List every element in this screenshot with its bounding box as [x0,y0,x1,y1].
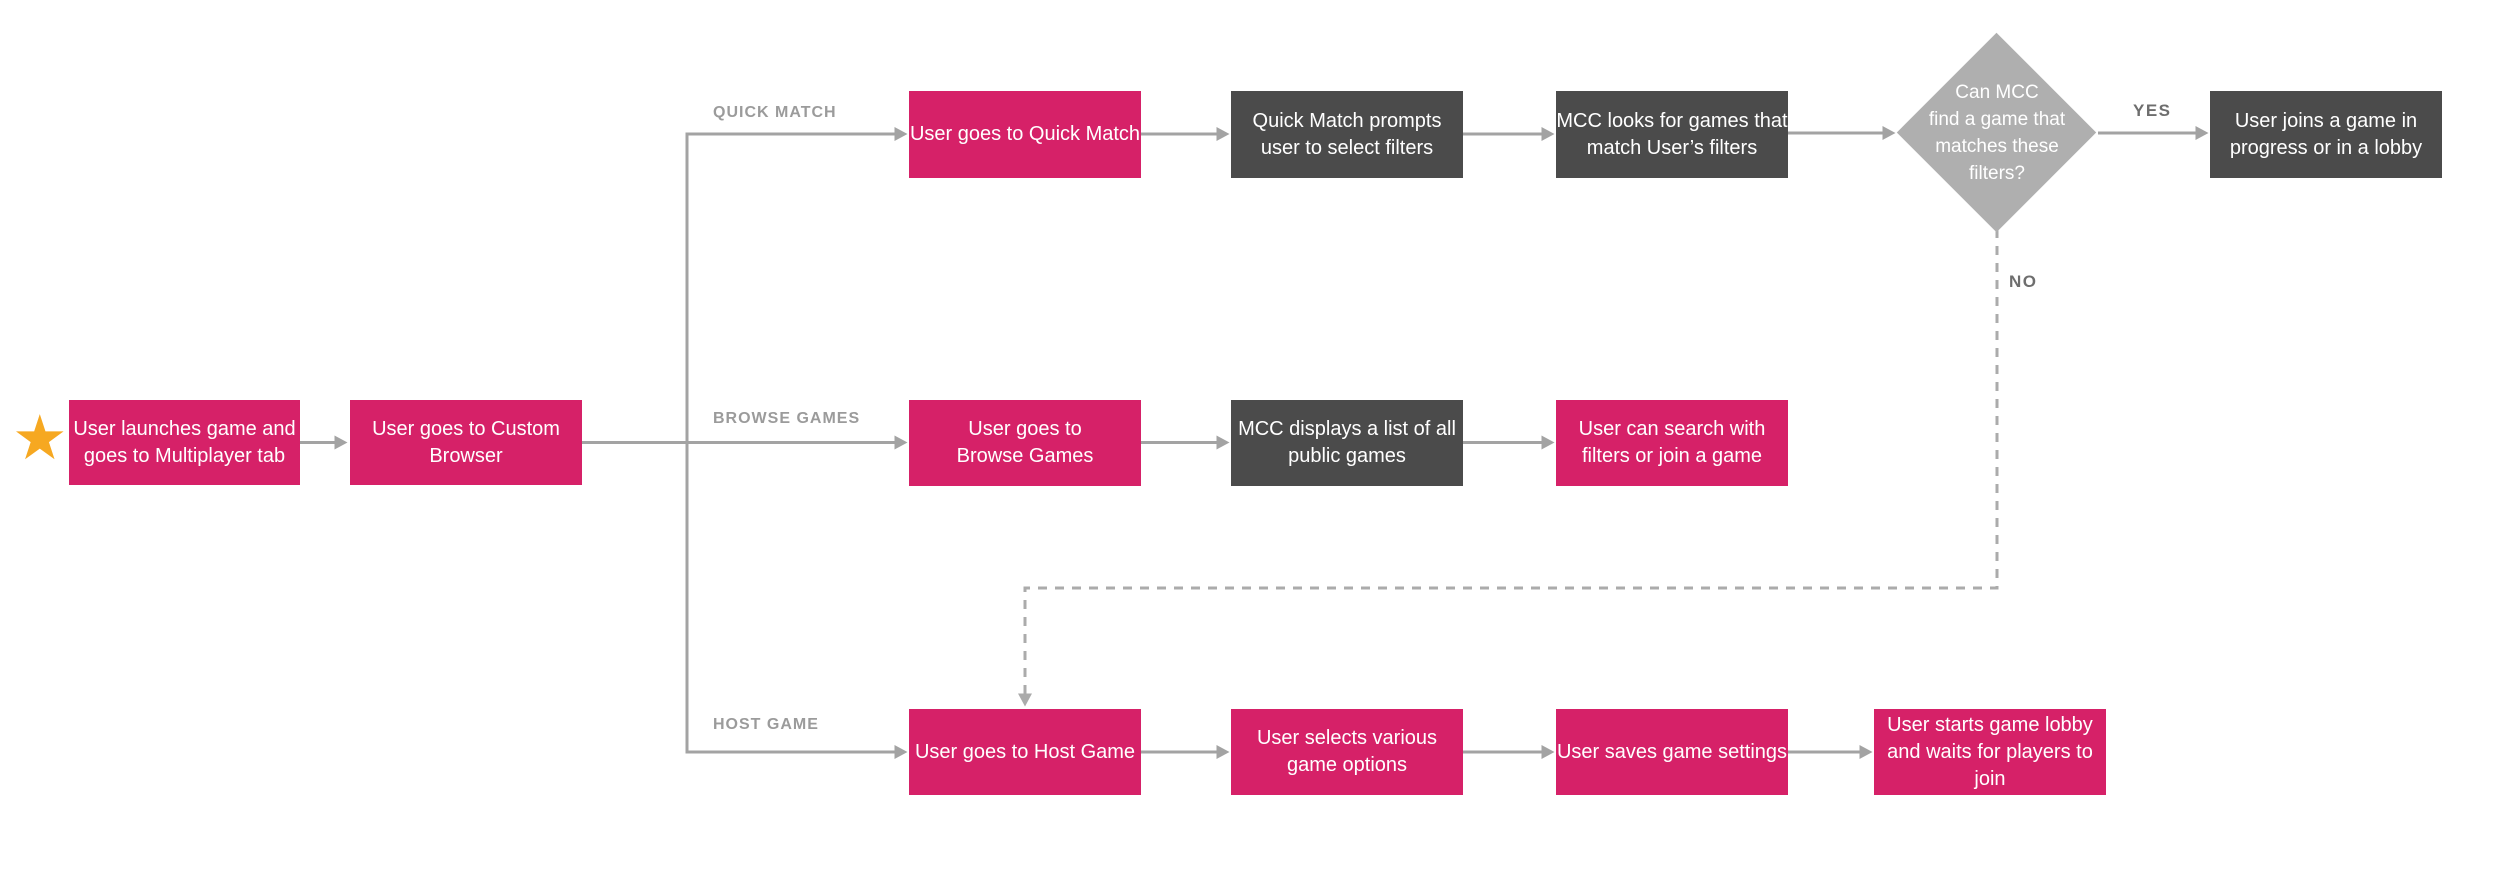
node-text: public games [1288,445,1406,467]
branch-label-host-game: HOST GAME [713,716,819,733]
node-quick-match: User goes to Quick Match [909,91,1141,178]
node-text: match User’s filters [1586,136,1758,159]
node-starts-lobby: User starts game lobby and waits for pla… [1874,709,2106,795]
node-user-joins-game: User joins a game in progress or in a lo… [2210,91,2442,178]
node-text: User goes to Custom [372,417,560,440]
node-text: User can search with [1578,418,1766,440]
node-text: find a game that [1928,109,2066,130]
node-text: goes to Multiplayer tab [83,444,286,467]
node-user-search-filters: User can search with filters or join a g… [1556,400,1788,486]
node-text: User goes to [968,418,1082,440]
node-qm-prompts-filters: Quick Match prompts user to select filte… [1231,91,1463,178]
node-text: user to select filters [1260,136,1434,159]
node-text: User goes to Host Game [914,740,1136,763]
node-mcc-displays-list: MCC displays a list of all public games [1231,400,1463,486]
node-text: User joins a game in [2234,109,2418,132]
node-text: Browser [429,444,503,467]
decision-diamond-label: Can MCC find a game that matches these f… [1902,77,2092,189]
node-text: Can MCC [1955,82,2039,103]
node-text: join [1974,767,2006,790]
edge-label-no: NO [2009,272,2038,291]
edge-label-yes: YES [2133,101,2172,120]
node-text: progress or in a lobby [2229,136,2423,159]
node-text: Quick Match prompts [1252,109,1442,132]
node-text: filters or join a game [1581,445,1763,467]
node-launch-game: User launches game and goes to Multiplay… [69,400,300,485]
node-text: game options [1286,754,1408,776]
branch-label-quick-match: QUICK MATCH [713,104,837,121]
node-text: User launches game and [73,417,296,440]
node-selects-options: User selects various game options [1231,709,1463,795]
star-icon: ★ [12,404,68,473]
node-host-game: User goes to Host Game [909,709,1141,795]
node-text: matches these [1935,136,2059,157]
node-text: filters? [1969,163,2025,184]
branch-label-browse-games: BROWSE GAMES [713,410,861,427]
node-saves-settings: User saves game settings [1556,709,1788,795]
node-text: MCC displays a list of all [1238,418,1456,440]
node-text: Browse Games [956,445,1094,467]
node-text: User selects various [1256,727,1438,749]
node-text: User goes to Quick Match [909,123,1141,145]
node-text: User saves game settings [1556,740,1788,763]
edge-decision-no-dashed [1018,229,1999,707]
node-mcc-looks-for-games: MCC looks for games that match User’s fi… [1556,91,1788,178]
node-custom-browser: User goes to Custom Browser [350,400,582,485]
node-text: and waits for players to [1887,740,2093,763]
node-text: MCC looks for games that [1556,109,1788,132]
node-text: User starts game lobby [1887,713,2093,736]
node-browse-games: User goes to Browse Games [909,400,1141,486]
